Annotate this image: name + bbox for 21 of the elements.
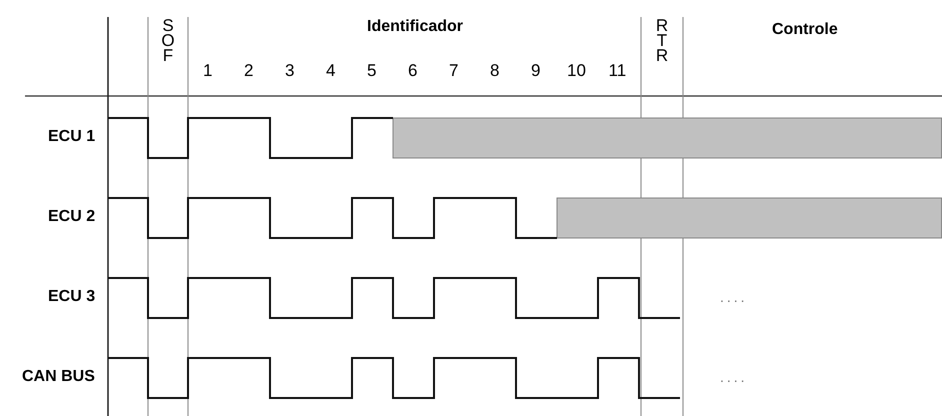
bit-number: 3 bbox=[285, 62, 294, 79]
field-label: Identificador bbox=[367, 19, 464, 35]
row-label: ECU 2 bbox=[48, 209, 96, 225]
bit-number: 10 bbox=[567, 62, 586, 79]
bit-number: 5 bbox=[367, 62, 376, 79]
field-label: Controle bbox=[772, 22, 838, 38]
ellipsis: .... bbox=[720, 370, 748, 384]
row-label: ECU 3 bbox=[48, 289, 96, 305]
bit-number: 7 bbox=[449, 62, 458, 79]
bit-number: 2 bbox=[244, 62, 254, 79]
bit-number: 9 bbox=[531, 62, 540, 79]
bit-number: 6 bbox=[408, 62, 418, 79]
bit-number: 4 bbox=[326, 62, 336, 79]
row-label: CAN BUS bbox=[22, 369, 95, 385]
bit-number: 1 bbox=[203, 62, 212, 79]
ellipsis: .... bbox=[720, 290, 748, 304]
field-label: SOF bbox=[161, 18, 175, 63]
row-label: ECU 1 bbox=[48, 129, 96, 145]
field-label: RTR bbox=[655, 18, 669, 63]
bit-number: 8 bbox=[490, 62, 500, 79]
bit-number: 11 bbox=[608, 62, 626, 79]
